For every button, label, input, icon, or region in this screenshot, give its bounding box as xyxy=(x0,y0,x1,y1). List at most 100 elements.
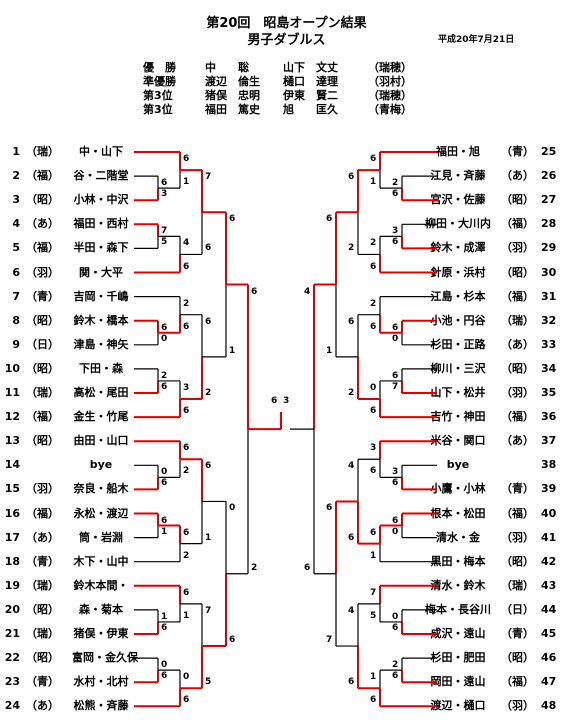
match-score: 4 xyxy=(183,238,190,249)
entry-club: （瑞） xyxy=(26,386,59,399)
entry-pair: 小鷹・小林 xyxy=(430,482,486,496)
entry-pair: 岡田・遠山 xyxy=(430,675,486,689)
result-player1: 中 聡 xyxy=(205,61,249,74)
entry-number: 38 xyxy=(541,458,557,472)
entry-number: 32 xyxy=(541,313,557,327)
result-player1: 渡辺 倫生 xyxy=(205,75,260,88)
entry-number: 11 xyxy=(4,386,20,399)
entry-pair: 猪俣・伊東 xyxy=(73,627,129,640)
entry-pair: 杉田・肥田 xyxy=(430,651,486,665)
entry-pair: 福田・西村 xyxy=(73,217,129,231)
page-title: 第20回 昭島オープン結果 xyxy=(206,16,367,31)
match-score: 3 xyxy=(392,226,399,237)
entry-club: （昭） xyxy=(501,651,534,665)
result-place: 準優勝 xyxy=(143,75,176,88)
entry-club: （瑞） xyxy=(501,578,534,592)
entry-number: 1 xyxy=(12,145,20,158)
entry-number: 18 xyxy=(4,554,20,568)
match-score: 7 xyxy=(205,605,212,616)
entry-pair: 吉岡・千嶋 xyxy=(73,289,129,303)
entry-club: （昭） xyxy=(26,434,59,448)
result-place: 優 勝 xyxy=(143,61,176,74)
match-score: 7 xyxy=(370,587,377,598)
entry-pair: 筒・岩淵 xyxy=(79,530,123,544)
entry-club: （福） xyxy=(501,217,534,231)
match-score: 7 xyxy=(161,226,168,237)
entry-number: 47 xyxy=(541,675,557,689)
entry-pair: 小池・円谷 xyxy=(430,313,486,327)
entry-club: （福） xyxy=(26,241,59,255)
entry-pair: 針原・浜村 xyxy=(430,265,486,279)
match-score: 7 xyxy=(205,172,212,183)
match-score: 6 xyxy=(370,406,377,417)
match-score: 1 xyxy=(161,611,168,622)
entry-number: 21 xyxy=(4,627,20,640)
entry-number: 33 xyxy=(541,337,557,351)
entry-club: （青） xyxy=(501,145,534,158)
entry-number: 15 xyxy=(4,482,20,496)
entry-pair: 黒田・梅本 xyxy=(430,554,486,568)
entry-pair: 中・山下 xyxy=(79,145,123,158)
entry-pair: 水村・北村 xyxy=(73,675,129,689)
entry-number: 45 xyxy=(541,627,557,640)
entry-club: （瑞） xyxy=(501,313,534,327)
match-score: 6 xyxy=(183,443,190,454)
match-score: 4 xyxy=(348,461,355,472)
match-score: 0 xyxy=(161,333,168,344)
entry-pair: 米谷・関口 xyxy=(430,434,486,448)
entry-number: 41 xyxy=(541,530,557,544)
entry-number: 12 xyxy=(4,410,20,424)
match-score: 5 xyxy=(161,237,168,248)
entry-club: （昭） xyxy=(26,651,59,665)
entry-number: 37 xyxy=(541,434,557,448)
entry-number: 34 xyxy=(541,361,557,375)
match-score: 6 xyxy=(183,527,190,538)
match-score: 6 xyxy=(370,695,377,706)
entry-number: 19 xyxy=(4,578,20,592)
match-score: 6 xyxy=(161,623,168,633)
match-score: 7 xyxy=(392,382,399,392)
entry-number: 42 xyxy=(541,554,557,568)
match-score: 6 xyxy=(161,382,168,392)
entry-pair: bye xyxy=(446,458,470,472)
entry-pair: 奈良・船木 xyxy=(73,482,129,496)
match-score: 4 xyxy=(348,605,355,616)
entry-club: （青） xyxy=(26,675,59,689)
entry-number: 44 xyxy=(541,602,557,616)
entry-club: （昭） xyxy=(26,193,59,207)
match-score: 0 xyxy=(370,382,377,393)
match-score: 1 xyxy=(370,177,377,188)
match-score: 0 xyxy=(161,660,168,671)
entry-pair: 永松・渡辺 xyxy=(73,506,129,520)
match-score: 6 xyxy=(348,316,355,327)
match-score: 6 xyxy=(392,515,399,526)
entry-club: （青） xyxy=(501,482,534,496)
match-score: 0 xyxy=(229,503,236,514)
match-score: 3 xyxy=(283,396,290,406)
entry-club: （福） xyxy=(501,410,534,424)
entry-club: （福） xyxy=(26,169,59,183)
entry-number: 25 xyxy=(541,145,557,158)
result-player1: 福田 篤史 xyxy=(205,103,260,116)
match-score: 7 xyxy=(326,635,333,646)
result-player2: 山下 文丈 xyxy=(283,61,338,74)
result-club: （羽村） xyxy=(368,75,412,88)
entry-number: 29 xyxy=(541,241,557,255)
entry-number: 27 xyxy=(541,193,557,207)
match-score: 2 xyxy=(205,388,212,399)
entry-club: （あ） xyxy=(501,169,534,183)
match-score: 6 xyxy=(229,214,236,225)
entry-number: 9 xyxy=(12,337,20,351)
match-score: 2 xyxy=(183,298,190,309)
entry-club: （青） xyxy=(26,554,59,568)
entry-club: （昭） xyxy=(501,554,534,568)
match-score: 6 xyxy=(251,286,258,297)
entry-pair: 柳田・大川内 xyxy=(425,217,491,231)
entry-club: （羽） xyxy=(26,265,59,279)
entry-pair: 小林・中沢 xyxy=(73,193,129,207)
entry-number: 43 xyxy=(541,578,557,592)
match-score: 6 xyxy=(392,623,399,633)
entry-pair: 木下・山中 xyxy=(73,554,129,568)
entry-number: 4 xyxy=(12,217,20,231)
entry-number: 3 xyxy=(12,193,20,207)
